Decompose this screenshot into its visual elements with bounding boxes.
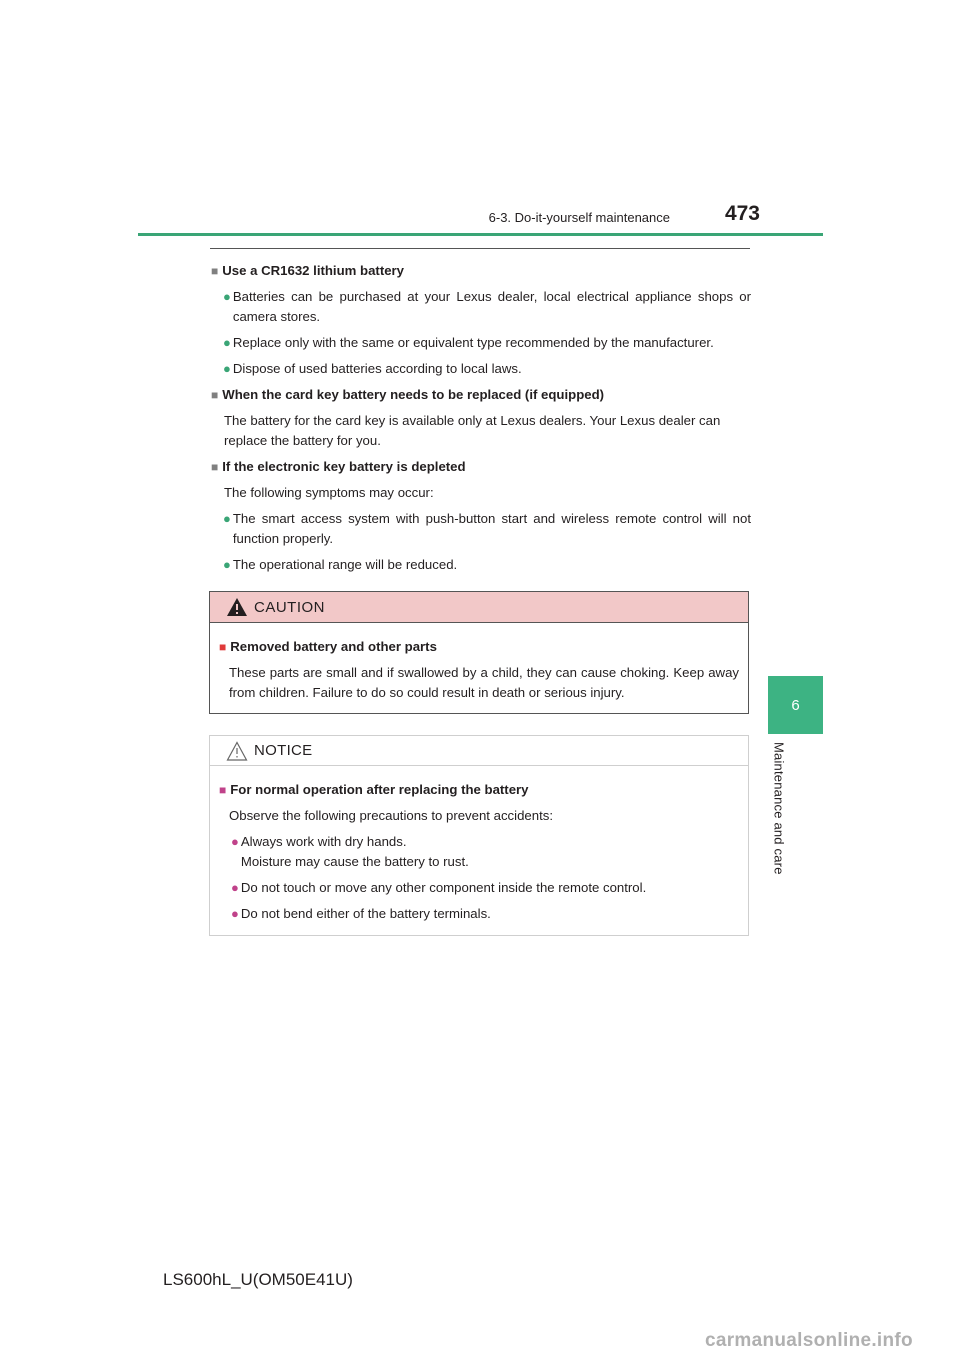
caution-body: ■ Removed battery and other parts These … — [210, 623, 748, 703]
list-item: ● Batteries can be purchased at your Lex… — [223, 287, 751, 327]
warning-icon — [227, 598, 247, 616]
caution-text: These parts are small and if swallowed b… — [229, 665, 739, 700]
list-item: ● Replace only with the same or equivale… — [223, 333, 751, 353]
circle-bullet-icon: ● — [223, 335, 231, 350]
square-bullet-icon: ■ — [211, 388, 219, 402]
content-top-rule — [210, 248, 750, 249]
circle-bullet-icon: ● — [231, 906, 239, 921]
circle-bullet-icon: ● — [231, 880, 239, 895]
main-content: ■ Use a CR1632 lithium battery ● Batteri… — [211, 258, 751, 581]
header-rule — [138, 233, 823, 236]
square-bullet-icon: ■ — [219, 640, 227, 654]
footer-model-code: LS600hL_U(OM50E41U) — [163, 1270, 353, 1289]
chapter-label: Maintenance and care — [771, 742, 787, 875]
list-item: ● Dispose of used batteries according to… — [223, 359, 751, 379]
chapter-tab[interactable]: 6 — [768, 676, 823, 734]
notice-heading: ■ For normal operation after replacing t… — [219, 780, 739, 800]
circle-bullet-icon: ● — [223, 361, 231, 376]
list-item: ● Always work with dry hands. Moisture m… — [231, 832, 739, 872]
paragraph: The battery for the card key is availabl… — [224, 413, 721, 448]
circle-bullet-icon: ● — [223, 289, 231, 304]
section-title: 6-3. Do-it-yourself maintenance — [488, 210, 670, 225]
circle-bullet-icon: ● — [223, 511, 231, 526]
caution-box: CAUTION ■ Removed battery and other part… — [209, 591, 749, 714]
caution-heading: ■ Removed battery and other parts — [219, 637, 739, 657]
caution-title: CAUTION — [254, 598, 325, 616]
notice-body: ■ For normal operation after replacing t… — [210, 766, 748, 924]
warning-outline-icon — [226, 740, 248, 761]
list-item: ● The operational range will be reduced. — [223, 555, 751, 575]
list-item: ● Do not bend either of the battery term… — [231, 904, 739, 924]
section-heading: ■ When the card key battery needs to be … — [211, 385, 751, 405]
notice-title: NOTICE — [254, 742, 313, 759]
circle-bullet-icon: ● — [231, 834, 239, 849]
watermark: carmanualsonline.info — [705, 1330, 913, 1351]
square-bullet-icon: ■ — [211, 460, 219, 474]
notice-intro: Observe the following precautions to pre… — [229, 808, 554, 823]
list-item: ● Do not touch or move any other compone… — [231, 878, 739, 898]
list-item: ● The smart access system with push-butt… — [223, 509, 751, 549]
circle-bullet-icon: ● — [223, 557, 231, 572]
square-bullet-icon: ■ — [211, 264, 219, 278]
notice-header: NOTICE — [210, 736, 748, 766]
page-number: 473 — [724, 202, 760, 225]
caution-header: CAUTION — [210, 592, 748, 623]
notice-box: NOTICE ■ For normal operation after repl… — [209, 735, 749, 936]
paragraph: The following symptoms may occur: — [224, 485, 434, 500]
section-heading: ■ If the electronic key battery is deple… — [211, 457, 751, 477]
square-bullet-icon: ■ — [219, 783, 227, 797]
section-heading: ■ Use a CR1632 lithium battery — [211, 261, 751, 281]
